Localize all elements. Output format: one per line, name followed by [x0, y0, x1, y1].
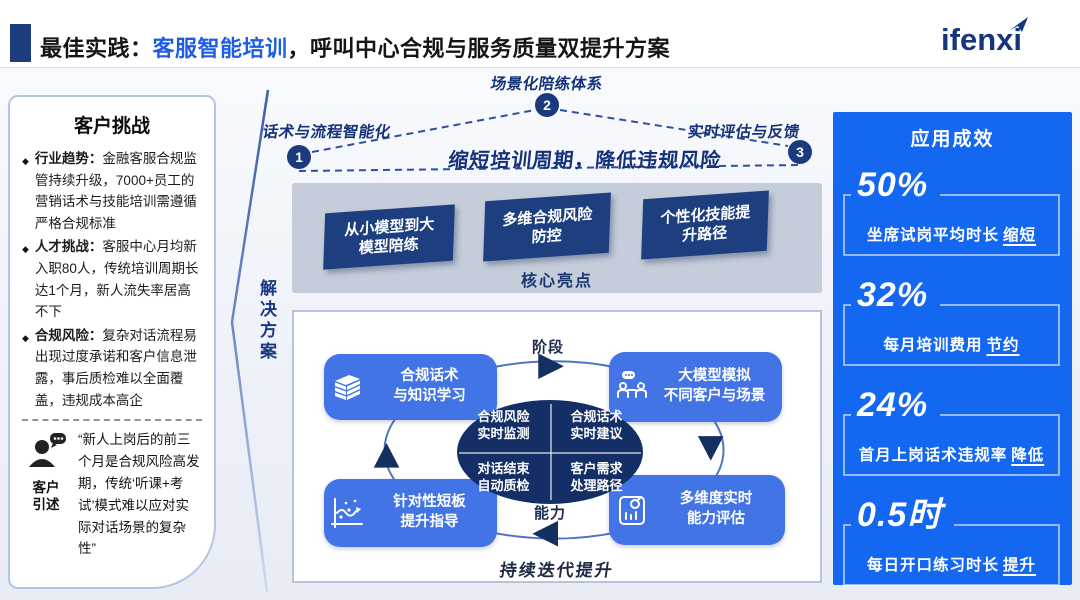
diamond-bullet-icon: ◆ — [22, 244, 29, 255]
pillar-left-number: 1 — [287, 145, 311, 169]
list-item: ◆ 行业趋势：金融客服合规监管持续升级，7000+员工的营销话术与技能培训需遵循… — [22, 148, 202, 234]
challenge-list: ◆ 行业趋势：金融客服合规监管持续升级，7000+员工的营销话术与技能培训需遵循… — [22, 148, 202, 411]
core-item: 客户需求 处理路径 — [570, 461, 623, 493]
stat-desc: 每日开口练习时长提升 — [866, 557, 1037, 574]
realtime-core-ellipse: 合规风险 实时监测 合规话术 实时建议 对话结束 自动质检 客户需求 处理路径 — [457, 400, 643, 504]
left-panel-title: 客户挑战 — [73, 116, 150, 137]
customer-quote: 客户 引述 “新人上岗后的前三个月是合规风险高发期，传统‘听课+考试’模式难以应… — [22, 429, 202, 560]
cycle-node-label: 大模型模拟 不同客户与场景 — [663, 368, 766, 404]
books-icon — [324, 370, 370, 404]
stat-keyword: 缩短 — [1003, 227, 1037, 244]
stat-keyword: 降低 — [1011, 447, 1045, 464]
cycle-node-coaching: 针对性短板 提升指导 — [324, 479, 497, 547]
quote-text: “新人上岗后的前三个月是合规风险高发期，传统‘听课+考试’模式难以应对实际对话场… — [78, 432, 200, 557]
logo-arrow-icon — [1010, 17, 1028, 32]
solution-section-label: 解决方案 — [257, 279, 276, 363]
person-speech-icon — [29, 433, 66, 468]
stat-keyword: 提升 — [1003, 557, 1037, 574]
stat-value: 24% — [851, 386, 941, 428]
cycle-node-knowledge: 合规话术 与知识学习 — [324, 354, 497, 420]
quote-speaker-label: 客户 引述 — [32, 480, 60, 512]
stat-value: 0.5时 — [851, 496, 955, 538]
stat-block: 24% 首月上岗话术违规率降低 — [843, 386, 1060, 476]
core-item: 对话结束 自动质检 — [477, 461, 530, 493]
scatter-chart-icon — [324, 495, 370, 531]
core-highlights-caption: 核心亮点 — [520, 273, 593, 290]
stat-outline — [843, 194, 1060, 256]
stat-desc: 坐席试岗平均时长缩短 — [866, 227, 1037, 244]
stat-block: 50% 坐席试岗平均时长缩短 — [843, 166, 1060, 256]
list-item: ◆ 合规风险：复杂对话流程易出现过度承诺和客户信息泄露，事后质检难以全面覆盖，违… — [22, 325, 202, 411]
cycle-node-simulation: 大模型模拟 不同客户与场景 — [609, 352, 782, 422]
solution-motto: 缩短培训周期，降低违规风险 — [447, 150, 723, 172]
pillar-left-label: 话术与流程智能化 — [261, 124, 393, 141]
title-suffix: ，呼叫中心合规与服务质量双提升方案 — [287, 36, 671, 61]
page-title: 最佳实践：客服智能培训，呼叫中心合规与服务质量双提升方案 — [40, 31, 670, 63]
stat-block: 32% 每月培训费用节约 — [843, 276, 1060, 366]
stat-value: 32% — [851, 276, 941, 318]
customer-challenges-panel: 客户挑战 ◆ 行业趋势：金融客服合规监管持续升级，7000+员工的营销话术与技能… — [8, 95, 216, 589]
cycle-node-label: 多维度实时 能力评估 — [679, 491, 753, 527]
header: 最佳实践：客服智能培训，呼叫中心合规与服务质量双提升方案 ifenxi — [0, 0, 1080, 68]
body: 客户挑战 ◆ 行业趋势：金融客服合规监管持续升级，7000+员工的营销话术与技能… — [0, 68, 1080, 600]
cycle-caption: 持续迭代提升 — [498, 561, 616, 580]
stat-block: 0.5时 每日开口练习时长提升 — [843, 496, 1060, 586]
diamond-bullet-icon: ◆ — [22, 332, 29, 343]
pillar-right-number: 3 — [788, 140, 812, 164]
highlight-item: 从小模型到大 模型陪练 — [323, 204, 455, 270]
axis-bottom-label: 能力 — [534, 505, 567, 522]
dashed-divider — [22, 419, 202, 422]
stat-value: 50% — [851, 166, 941, 208]
people-chat-icon — [609, 369, 655, 405]
stat-outline — [843, 414, 1060, 476]
stat-desc: 首月上岗话术违规率降低 — [858, 447, 1045, 464]
results-panel: 应用成效 50% 坐席试岗平均时长缩短 32% 每月培训费用节约 24% 首月上… — [833, 112, 1072, 586]
clipboard-chart-icon — [609, 492, 655, 528]
ifenxi-logo: ifenxi — [941, 17, 1028, 58]
pillar-top-number: 2 — [535, 93, 559, 117]
core-highlights-band: 从小模型到大 模型陪练 多维合规风险 防控 个性化技能提 升路径 核心亮点 — [292, 183, 822, 293]
results-title: 应用成效 — [910, 129, 995, 150]
stat-desc: 每月培训费用节约 — [883, 337, 1020, 354]
cycle-node-evaluation: 多维度实时 能力评估 — [609, 475, 785, 545]
cycle-node-label: 合规话术 与知识学习 — [393, 368, 466, 404]
axis-top-label: 阶段 — [532, 339, 565, 356]
core-item: 合规话术 实时建议 — [570, 409, 623, 441]
cycle-ring — [373, 353, 725, 547]
cycle-node-label: 针对性短板 提升指导 — [393, 494, 466, 530]
accent-bar — [10, 24, 31, 62]
core-item: 合规风险 实时监测 — [477, 409, 530, 441]
list-item: ◆ 人才挑战：客服中心月均新入职80人，传统培训周期长达1个月，新人流失率居高不… — [22, 236, 202, 322]
title-prefix: 最佳实践： — [40, 36, 153, 61]
ellipse-divider — [459, 452, 641, 454]
pillar-right-label: 实时评估与反馈 — [686, 124, 802, 141]
training-cycle-box: 阶段 能力 合规话术 与知识学习 — [292, 310, 822, 583]
solution-lines — [230, 89, 803, 593]
pillar-top-label: 场景化陪练体系 — [489, 76, 605, 93]
stat-keyword: 节约 — [986, 337, 1020, 354]
title-highlight: 客服智能培训 — [152, 36, 288, 61]
stat-outline — [843, 304, 1060, 366]
diamond-bullet-icon: ◆ — [22, 156, 29, 166]
highlight-item: 多维合规风险 防控 — [483, 192, 611, 262]
highlight-item: 个性化技能提 升路径 — [641, 190, 769, 260]
